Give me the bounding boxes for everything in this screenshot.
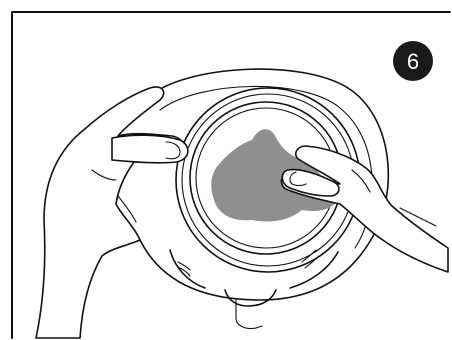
kettle-lower-lobe-left: [170, 250, 205, 288]
vent-right-icon: [302, 250, 319, 268]
step-number: 6: [407, 49, 419, 74]
left-hand-palm: [36, 87, 184, 338]
step-badge: 6: [393, 41, 433, 81]
left-hand: [36, 87, 188, 338]
left-thumb: [112, 135, 188, 163]
